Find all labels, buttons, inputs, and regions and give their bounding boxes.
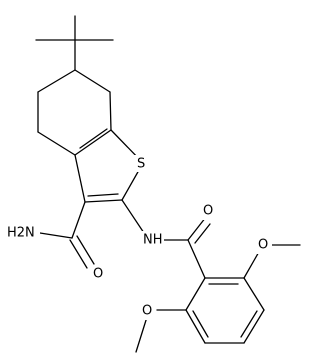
bond-c3a-c7a (74, 129, 112, 156)
carbonyl-o-left-label-background (91, 265, 107, 283)
methoxy-o-lower-atom-label: O (142, 304, 152, 319)
bond-c6-c5 (37, 69, 76, 93)
amide-nh2-atom-label: H2N (7, 226, 35, 241)
methoxy-o-upper-label-background (256, 236, 272, 254)
bond-carbonyl-to-aryl (187, 239, 206, 279)
carbonyl-o-right-atom-label: O (203, 204, 213, 219)
bond-carbonyl-o-right-2 (194, 223, 211, 244)
bond-ar-c2-c3 (243, 277, 265, 311)
bond-carbonyl-o-1 (69, 239, 88, 269)
bond-c4-c3a (37, 131, 76, 156)
bond-layer (35, 15, 301, 353)
methoxy-o-upper-atom-label: O (258, 238, 268, 253)
bond-ar-c6-c1 (185, 277, 206, 311)
bond-c3-carbonyl (71, 201, 86, 239)
bond-c2-nh (121, 199, 147, 237)
carbonyl-o-left-atom-label: O (93, 267, 103, 282)
bond-carbonyl-o-right-1 (187, 216, 207, 241)
carbonyl-o-right-label-background (201, 202, 217, 220)
bond-c6-c7 (74, 69, 111, 93)
bond-c2-c3-double (87, 193, 119, 197)
methoxy-o-lower-label-background (140, 302, 156, 320)
sulfur-atom-label: S (137, 157, 145, 172)
sulfur-label-background (134, 155, 151, 172)
bond-ar-to-methoxy-o-upper (243, 249, 261, 279)
bond-c2-c3 (84, 199, 123, 203)
bond-c3a-c7a-double (79, 128, 108, 149)
amide-nh2-label-background (6, 224, 40, 242)
amide-nh-label-background (140, 231, 164, 249)
amide-nh-atom-label: NH (143, 233, 163, 248)
bond-ar-double-2 (240, 310, 258, 338)
bond-methoxy-o-to-methyl-lower (135, 316, 148, 353)
chemical-structure-drawing: S H2N O NH O O O (6, 15, 301, 353)
bond-ar-c3-c4 (243, 309, 265, 344)
bond-c3-c3a (74, 154, 86, 203)
bond-carbonyl-nh2 (39, 232, 73, 239)
bond-ar-c5-c6 (185, 309, 206, 344)
atom-label-layer: S H2N O NH O O O (6, 155, 272, 320)
bond-ar-double-3 (192, 310, 209, 338)
bond-c7-c7a (109, 91, 112, 131)
bond-carbonyl-o-2 (76, 235, 95, 265)
